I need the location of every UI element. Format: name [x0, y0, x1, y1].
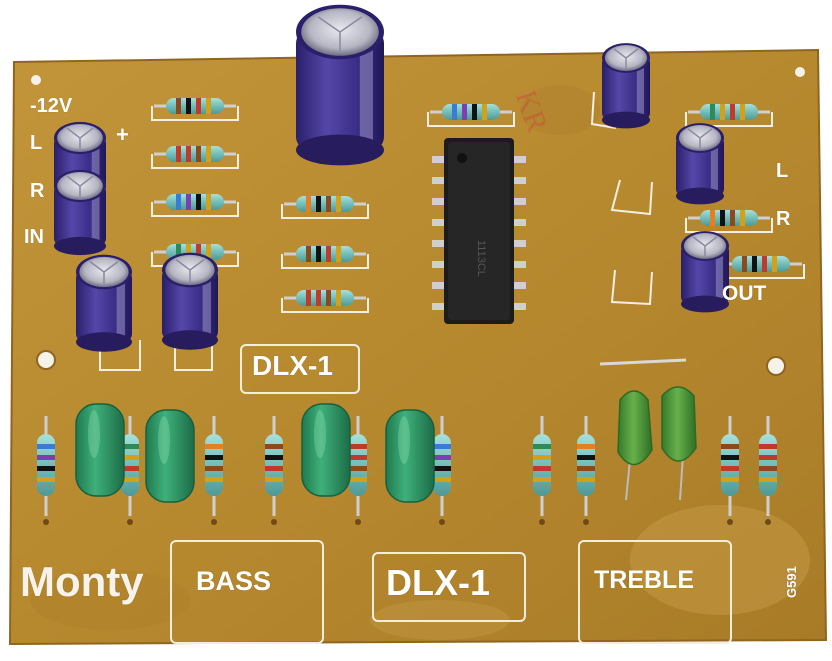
resistor [281, 246, 369, 269]
board-code: G591 [784, 566, 799, 598]
bass-label: BASS [196, 566, 272, 596]
dip-16-ic: 1113CL [432, 138, 526, 324]
resistor [717, 256, 805, 279]
electrolytic-capacitors [54, 4, 729, 352]
resistors [151, 98, 805, 313]
resistor [281, 290, 369, 313]
resistor [151, 146, 239, 169]
brand-label: Monty [20, 558, 144, 605]
vertical-resistors [37, 416, 777, 525]
electrolytic-capacitor [681, 231, 729, 313]
left-input-label: L [30, 132, 43, 154]
ceramic-capacitors [617, 386, 697, 501]
model-label-bottom: DLX-1 [386, 562, 491, 603]
resistor [685, 210, 773, 233]
film-capacitor [145, 409, 195, 503]
right-output-label: R [776, 208, 791, 230]
model-label-box-bottom [372, 552, 526, 622]
film-capacitor [75, 403, 125, 497]
resistor [265, 416, 283, 525]
input-label: IN [24, 226, 44, 248]
resistor [151, 194, 239, 217]
resistor [577, 416, 595, 525]
electrolytic-capacitor [676, 123, 724, 205]
bass-pot-footprint [170, 540, 324, 644]
resistor [151, 98, 239, 121]
supply-label: -12V [30, 95, 73, 117]
resistor [205, 416, 223, 525]
right-input-label: R [30, 180, 45, 202]
svg-text:1113CL: 1113CL [475, 240, 487, 277]
resistor [685, 104, 773, 127]
resistor [281, 196, 369, 219]
plus-label: + [116, 122, 129, 147]
resistor [349, 416, 367, 525]
resistor [433, 416, 451, 525]
electrolytic-capacitor [296, 4, 384, 166]
treble-label: TREBLE [594, 566, 694, 594]
electrolytic-capacitor [162, 252, 218, 350]
resistor [427, 104, 515, 127]
mounting-holes [31, 67, 805, 376]
electrolytic-capacitor [602, 43, 650, 129]
electrolytic-capacitor [76, 254, 132, 352]
resistor [721, 416, 739, 525]
resistor [121, 416, 139, 525]
treble-pot-footprint [578, 540, 732, 644]
electrolytic-capacitor [54, 169, 106, 256]
output-label: OUT [722, 282, 767, 305]
resistor [759, 416, 777, 525]
resistor [533, 416, 551, 525]
film-capacitors [75, 403, 435, 503]
resistor [37, 416, 55, 525]
film-capacitor [301, 403, 351, 497]
left-output-label: L [776, 160, 789, 182]
film-capacitor [385, 409, 435, 503]
model-label-box-center [240, 344, 360, 394]
model-label-center: DLX-1 [252, 350, 333, 381]
